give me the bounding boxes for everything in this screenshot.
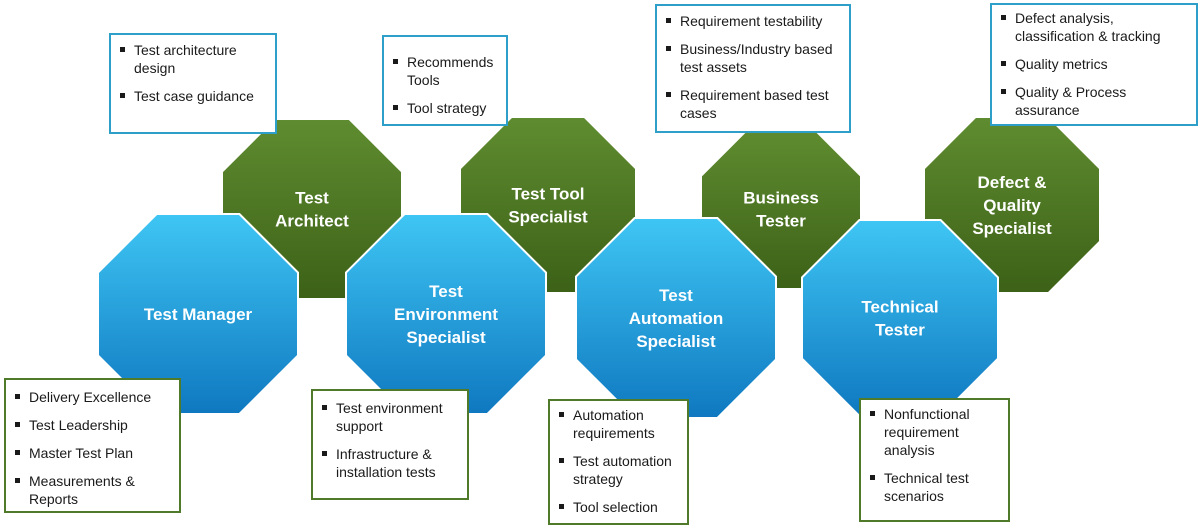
responsibility-item: Delivery Excellence: [14, 388, 173, 406]
bullet-icon: [666, 46, 671, 51]
bullet-icon: [393, 59, 398, 64]
responsibility-item: Quality metrics: [1000, 55, 1190, 73]
responsibility-text: Test automation strategy: [573, 453, 672, 487]
role-octagon: [97, 213, 299, 415]
responsibility-text: Quality metrics: [1015, 56, 1108, 72]
role-label-line: Environment: [394, 305, 498, 324]
bullet-icon: [559, 412, 564, 417]
responsibility-text: Master Test Plan: [29, 445, 134, 461]
responsibility-text: Requirement based test cases: [680, 87, 829, 121]
responsibility-item: Recommends Tools: [392, 53, 500, 89]
bullet-icon: [666, 18, 671, 23]
responsibility-text: Infrastructure & installation tests: [336, 446, 436, 480]
role-label-line: Automation: [629, 309, 723, 328]
responsibility-text: Test case guidance: [134, 88, 254, 104]
bullet-icon: [15, 422, 20, 427]
role-octagon: [345, 213, 547, 415]
responsibility-item: Test case guidance: [119, 87, 269, 105]
responsibility-text: Technical test scenarios: [884, 470, 969, 504]
role-label-line: Business: [743, 189, 819, 208]
responsibility-item: Tool strategy: [392, 99, 500, 117]
role-label-line: Specialist: [508, 208, 588, 227]
responsibility-item: Defect analysis, classification & tracki…: [1000, 9, 1190, 45]
responsibility-text: Tool strategy: [407, 100, 487, 116]
responsibility-text: Nonfunctional requirement analysis: [884, 406, 970, 458]
role-label-line: Test: [659, 286, 693, 305]
responsibility-text: Measurements & Reports: [29, 473, 135, 507]
responsibility-text: Tool selection: [573, 499, 658, 515]
responsibility-item: Tool selection: [558, 498, 681, 516]
role-label-line: Defect &: [978, 173, 1047, 192]
responsibility-item: Quality & Process assurance: [1000, 83, 1190, 119]
role-label-line: Tester: [875, 321, 925, 340]
responsibility-text: Delivery Excellence: [29, 389, 152, 405]
bullet-icon: [322, 451, 327, 456]
role-label-line: Technical: [861, 298, 938, 317]
role-label-line: Specialist: [406, 328, 486, 347]
role-label-line: Test: [295, 189, 329, 208]
responsibility-text: Recommends Tools: [407, 54, 494, 88]
bullet-icon: [666, 92, 671, 97]
responsibility-item: Requirement based test cases: [665, 86, 843, 122]
bullet-icon: [15, 478, 20, 483]
role-octagon: [575, 217, 777, 419]
responsibility-item: Test environment support: [321, 399, 461, 435]
role-label-line: Test Tool: [511, 185, 584, 204]
bullet-icon: [393, 105, 398, 110]
responsibility-item: Measurements & Reports: [14, 472, 173, 508]
role-octagon: [801, 219, 999, 417]
bullet-icon: [870, 411, 875, 416]
bullet-icon: [120, 47, 125, 52]
responsibility-text: Test Leadership: [29, 417, 128, 433]
responsibility-item: Master Test Plan: [14, 444, 173, 462]
responsibility-text: Requirement testability: [680, 13, 823, 29]
responsibility-item: Test Leadership: [14, 416, 173, 434]
responsibility-item: Nonfunctional requirement analysis: [869, 405, 1002, 459]
responsibility-item: Test automation strategy: [558, 452, 681, 488]
bullet-icon: [559, 458, 564, 463]
role-test-manager: Test Manager: [97, 213, 299, 415]
responsibility-text: Test architecture design: [134, 42, 237, 76]
bullet-icon: [1001, 89, 1006, 94]
responsibility-item: Test architecture design: [119, 41, 269, 77]
responsibility-text: Automation requirements: [573, 407, 655, 441]
bullet-icon: [1001, 61, 1006, 66]
bullet-icon: [15, 450, 20, 455]
responsibility-item: Requirement testability: [665, 12, 843, 30]
bullet-icon: [322, 405, 327, 410]
responsibility-item: Business/Industry based test assets: [665, 40, 843, 76]
bullet-icon: [559, 504, 564, 509]
responsibility-text: Test environment support: [336, 400, 443, 434]
role-label-line: Test Manager: [144, 305, 253, 324]
bullet-icon: [870, 475, 875, 480]
responsibility-text: Quality & Process assurance: [1015, 84, 1127, 118]
bullet-icon: [15, 394, 20, 399]
defect-quality-specialist-responsibilities: Defect analysis, classification & tracki…: [990, 3, 1198, 126]
responsibility-text: Defect analysis, classification & tracki…: [1015, 10, 1161, 44]
responsibility-item: Infrastructure & installation tests: [321, 445, 461, 481]
role-label-line: Specialist: [972, 219, 1052, 238]
role-label-line: Architect: [275, 212, 349, 231]
role-label-line: Specialist: [636, 332, 716, 351]
bullet-icon: [120, 93, 125, 98]
role-label-line: Quality: [983, 196, 1041, 215]
role-label-line: Tester: [756, 212, 806, 231]
responsibility-item: Automation requirements: [558, 406, 681, 442]
responsibility-item: Technical test scenarios: [869, 469, 1002, 505]
responsibility-text: Business/Industry based test assets: [680, 41, 833, 75]
bullet-icon: [1001, 15, 1006, 20]
role-label-line: Test: [429, 282, 463, 301]
